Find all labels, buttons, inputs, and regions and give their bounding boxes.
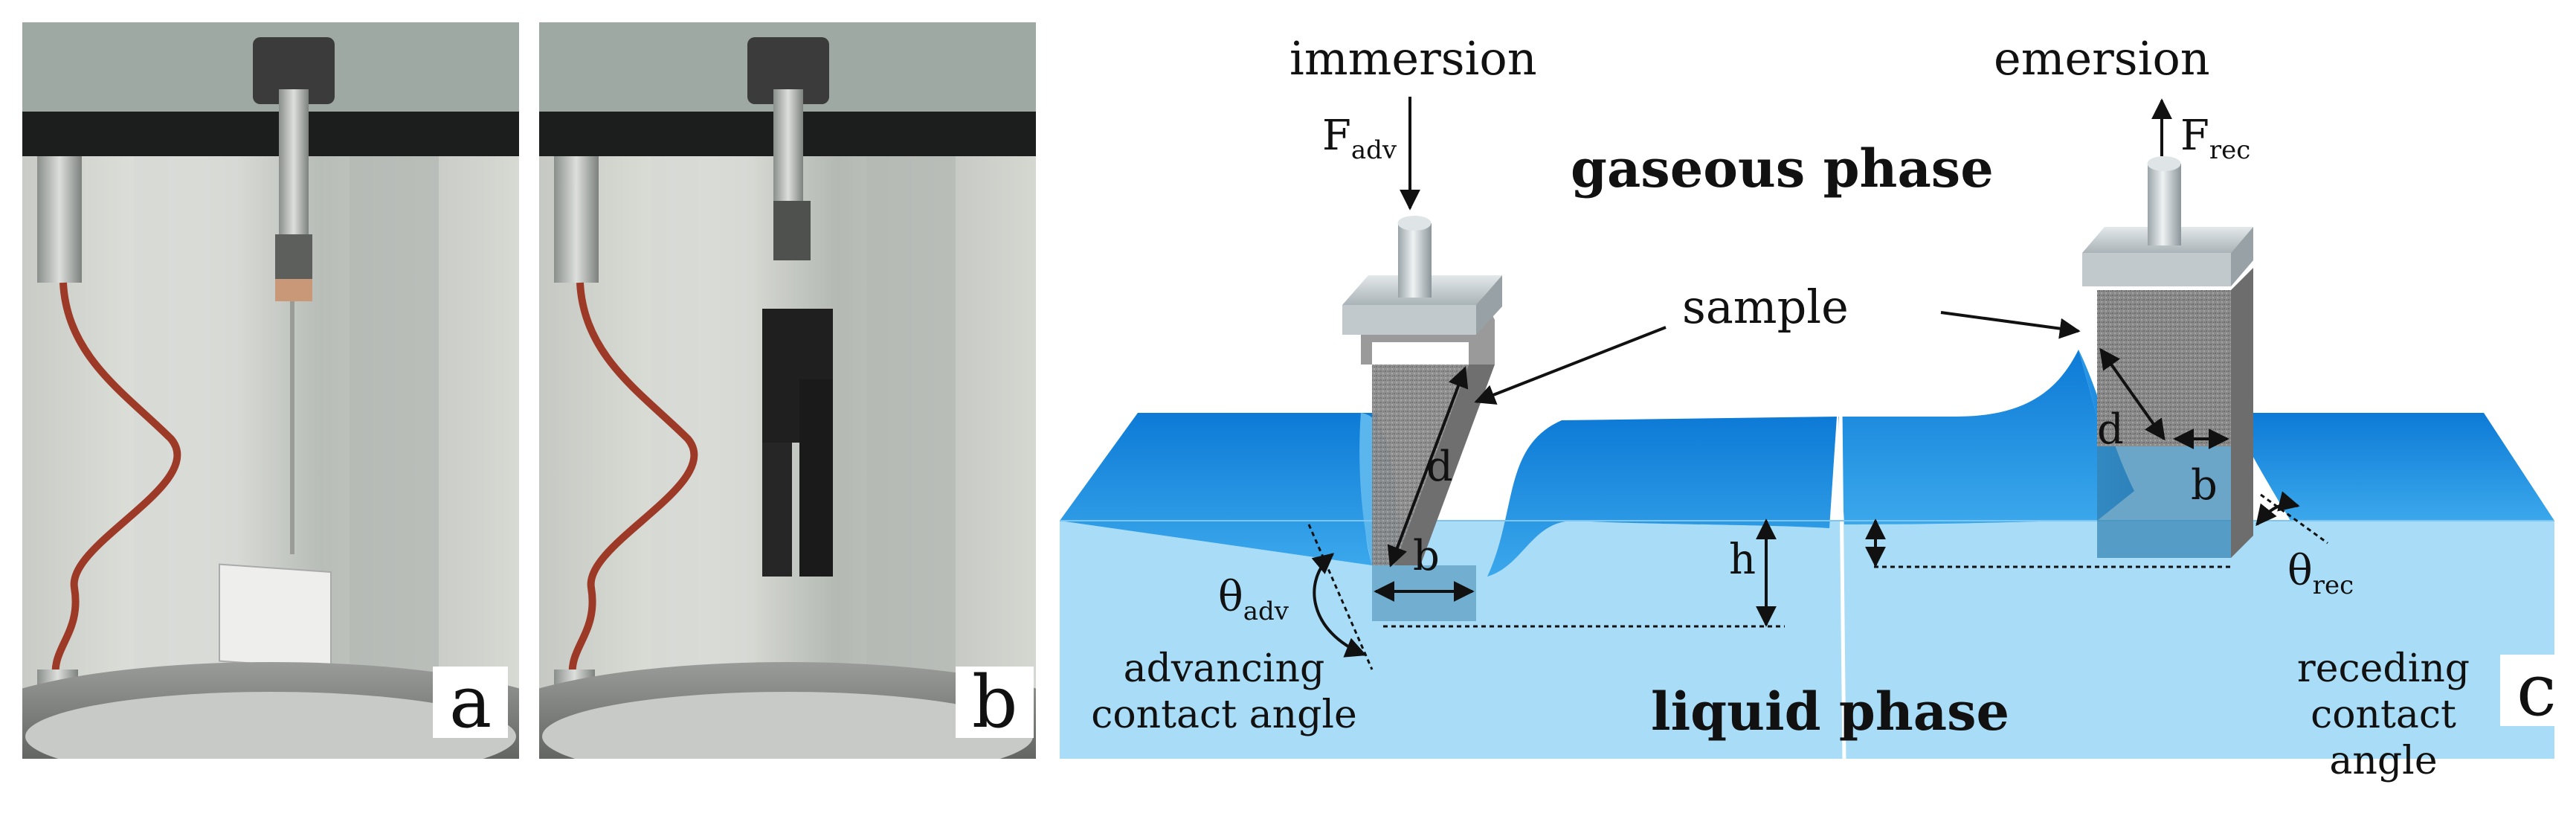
schematic-drawing: [1060, 97, 2554, 763]
dimension-d-left: d: [1426, 443, 1453, 491]
gaseous-phase-label: gaseous phase: [1571, 138, 1994, 199]
sample-label: sample: [1682, 280, 1849, 334]
liquid-front-face: [1060, 521, 2554, 759]
liquid-phase-label: liquid phase: [1651, 681, 2010, 742]
liquid-top-surface-right: [1838, 350, 2097, 524]
panel-label-a: a: [433, 667, 509, 738]
liquid-top-surface-middle: [1487, 417, 1837, 577]
emersion-label: emersion: [1994, 31, 2210, 86]
liquid-top-surface-left: [1060, 413, 1379, 565]
dimension-h: h: [1729, 536, 1756, 584]
theta-advancing-label: θadv: [1218, 573, 1289, 627]
panel-label-b: b: [956, 667, 1034, 738]
tensiometer-photo-b: [539, 22, 1036, 759]
photo-panel-a: a: [22, 22, 519, 759]
photo-panel-b: b: [539, 22, 1036, 759]
advancing-contact-angle-label: advancing contact angle: [1091, 646, 1357, 737]
dimension-b-right: b: [2191, 461, 2218, 510]
dimension-b-left: b: [1413, 532, 1440, 580]
dimension-d-right: d: [2097, 405, 2124, 454]
force-receding-label: Frec: [2180, 112, 2251, 166]
wilhelmy-plate-schematic: immersion emersion Fadv Frec gaseous pha…: [1041, 0, 2576, 822]
immersion-label: immersion: [1289, 31, 1537, 86]
theta-receding-label: θrec: [2287, 547, 2354, 601]
force-advancing-label: Fadv: [1322, 112, 1397, 166]
tensiometer-photo-a: [22, 22, 519, 759]
panel-label-c: c: [2500, 655, 2573, 726]
receding-contact-angle-label: receding contact angle: [2296, 646, 2470, 783]
